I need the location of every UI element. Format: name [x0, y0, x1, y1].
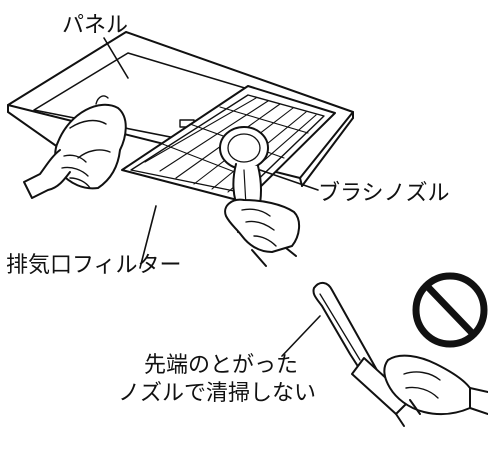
leader-lines	[103, 37, 321, 357]
wiping-hand	[23, 95, 127, 199]
prohibition-icon	[412, 272, 488, 348]
label-panel: パネル	[62, 13, 128, 38]
label-warning-line1: 先端のとがった	[144, 353, 298, 378]
label-exhaust-filter: 排気口フィルター	[6, 253, 182, 278]
label-warning-line2: ノズルで清掃しない	[118, 381, 316, 406]
crevice-nozzle	[312, 282, 488, 427]
label-brush-nozzle: ブラシノズル	[318, 181, 450, 206]
brush-nozzle	[219, 126, 300, 267]
